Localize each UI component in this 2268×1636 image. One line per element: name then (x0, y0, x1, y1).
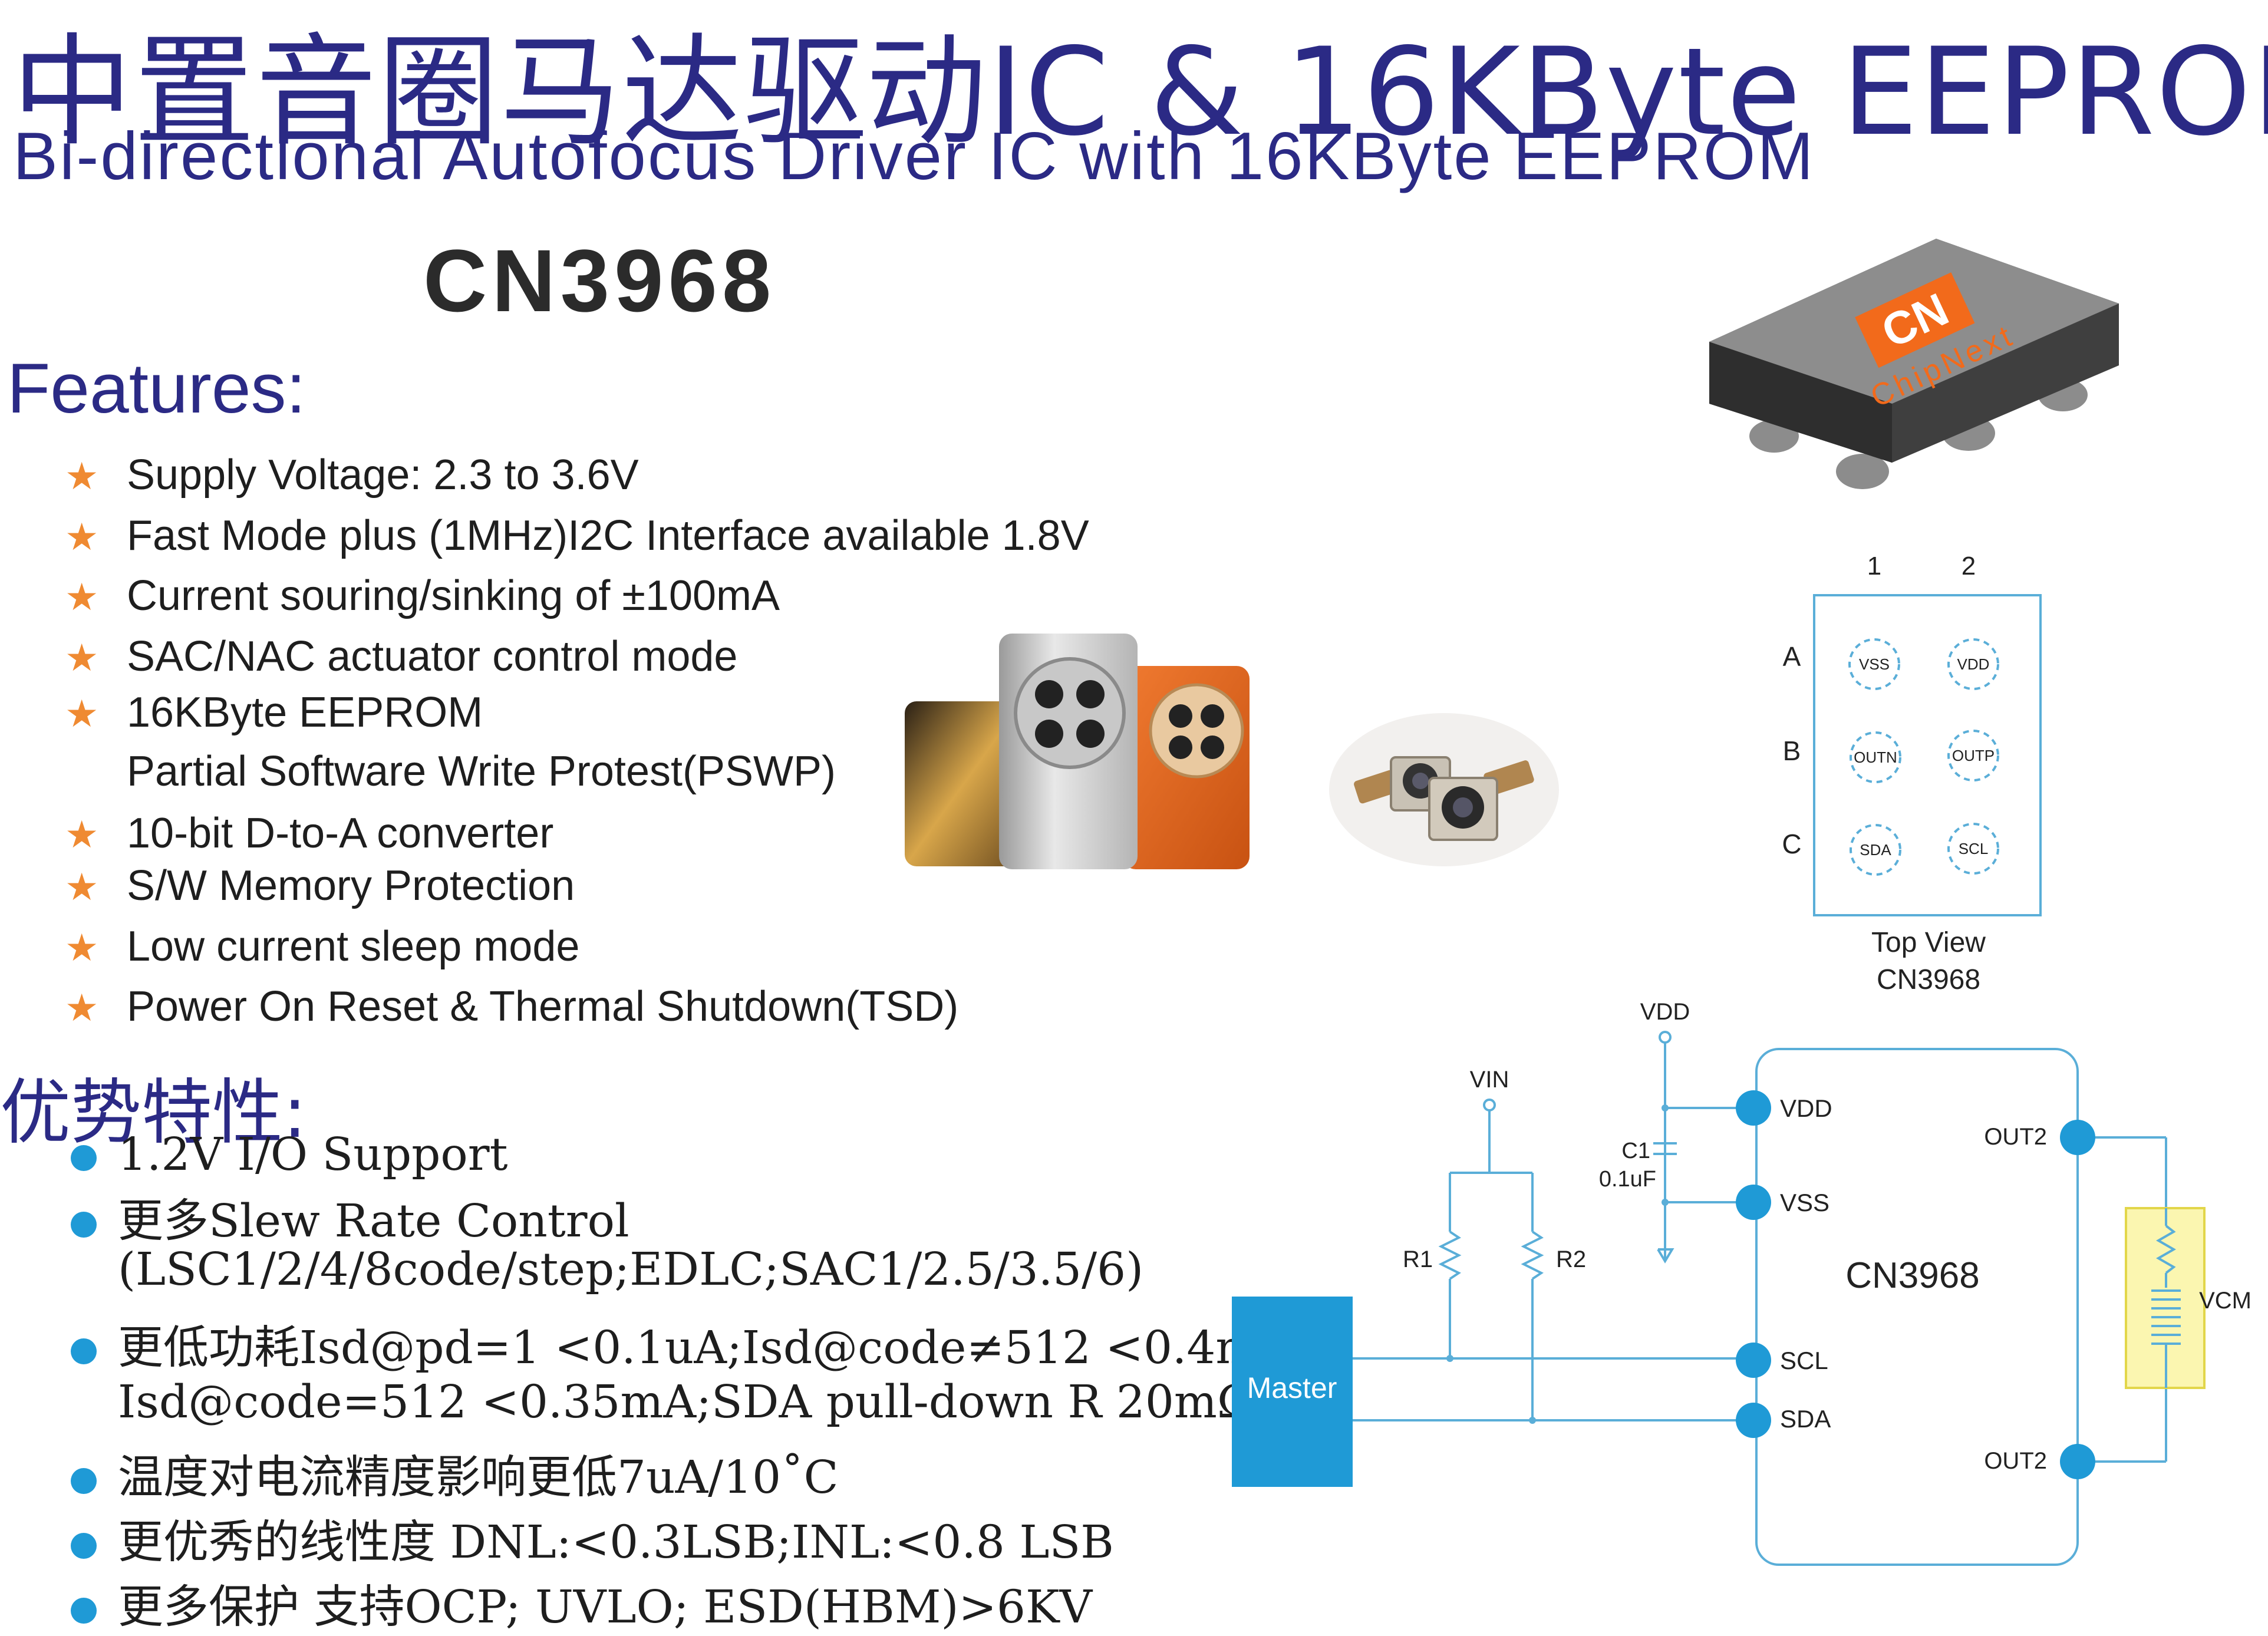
pin-pad (1850, 824, 1901, 876)
pin-dot (1736, 1090, 1771, 1126)
star-icon: ★ (65, 987, 99, 1029)
star-icon: ★ (65, 866, 99, 908)
feature-item: ★16KByte EEPROM (65, 689, 483, 736)
pin-sda-label: SDA (1780, 1405, 1831, 1433)
advantage-continuation: (LSC1/2/4/8code/step;EDLC;SAC1/2.5/3.5/6… (118, 1244, 1144, 1296)
c1-value-label: 0.1uF (1599, 1167, 1656, 1192)
pin-label: OUTP (1952, 747, 1995, 764)
chip-outline (1755, 1048, 2079, 1566)
pin-pad (1947, 730, 1999, 781)
feature-item: ★Current souring/sinking of ±100mA (65, 572, 780, 619)
pin-dot (1736, 1343, 1771, 1378)
pinout-row-label: C (1782, 829, 1801, 859)
advantage-item: 1.2V I/O Support (71, 1129, 508, 1181)
pinout-row-label: A (1783, 641, 1801, 672)
feature-item: ★Supply Voltage: 2.3 to 3.6V (65, 451, 639, 499)
feature-item: ★SAC/NAC actuator control mode (65, 633, 738, 680)
pin-dot (2060, 1120, 2095, 1155)
star-icon: ★ (65, 455, 99, 497)
bullet-icon (71, 1145, 97, 1171)
master-block (1232, 1297, 1353, 1487)
vcm-label: VCM (2199, 1288, 2251, 1314)
advantage-item: 更优秀的线性度 DNL:<0.3LSB;INL:<0.8 LSB (71, 1506, 1114, 1571)
star-icon: ★ (65, 636, 99, 679)
pin-label: SCL (1959, 840, 1989, 857)
pinout-col-label: 1 (1867, 552, 1881, 580)
advantage-item: 更多保护 支持OCP; UVLO; ESD(HBM)>6KV (71, 1571, 1092, 1636)
pin-dot (1736, 1403, 1771, 1438)
star-icon: ★ (65, 926, 99, 969)
pin-label: VSS (1859, 655, 1890, 673)
pin-label: OUTN (1854, 748, 1897, 766)
pin-pad (1850, 731, 1901, 783)
pin-label: SDA (1860, 841, 1891, 859)
advantage-item: 更低功耗Isd@pd=1 <0.1uA;Isd@code≠512 <0.4mA (71, 1311, 1291, 1377)
feature-item: ★Low current sleep mode (65, 923, 580, 970)
feature-continuation: Partial Software Write Protest(PSWP) (127, 748, 836, 795)
star-icon: ★ (65, 813, 99, 856)
application-schematic: Master VDD VIN C1 0.1uF R1 R2 VDD VSS SC… (1232, 999, 2251, 1566)
master-label: Master (1247, 1371, 1337, 1404)
pin-pad (1947, 638, 1999, 690)
pin-pad (1848, 638, 1900, 690)
page-title-en: Bi-directional Autofocus Driver IC with … (13, 119, 1815, 194)
pinout-caption: Top View (1871, 927, 1986, 958)
pin-vdd-label: VDD (1780, 1094, 1832, 1122)
star-icon: ★ (65, 576, 99, 618)
feature-item: ★Power On Reset & Thermal Shutdown(TSD) (65, 983, 959, 1030)
bullet-icon (71, 1212, 97, 1238)
pinout-diagram: 1 2 A B C VSS VDD OUTN OUTP SDA SCL Top … (1782, 552, 2042, 995)
camera-module-image (1329, 713, 1559, 866)
bullet-icon (71, 1598, 97, 1624)
bullet-icon (71, 1338, 97, 1364)
c1-label: C1 (1621, 1139, 1650, 1163)
pinout-row-label: B (1783, 735, 1801, 766)
smartphones-image (905, 634, 1250, 869)
advantage-item: 温度对电流精度影响更低7uA/10˚C (71, 1441, 839, 1506)
chip-label: CN3968 (1845, 1255, 1979, 1296)
part-number: CN3968 (423, 231, 776, 330)
bullet-icon (71, 1533, 97, 1559)
pin-pad (1947, 823, 1999, 875)
page-title-cn: 中置音圈马达驱动IC & 16KByte EEPROM (12, 22, 2268, 163)
feature-item: ★Fast Mode plus (1MHz)I2C Interface avai… (65, 512, 1089, 559)
advantage-continuation: Isd@code=512 <0.35mA;SDA pull-down R 20m… (118, 1376, 1255, 1429)
vdd-supply-label: VDD (1640, 999, 1690, 1025)
pin-dot (1736, 1185, 1771, 1220)
pin-label: VDD (1957, 655, 1990, 673)
pin-scl-label: SCL (1780, 1347, 1828, 1374)
r2-label: R2 (1556, 1246, 1586, 1272)
out-bottom-label: OUT2 (1984, 1448, 2047, 1474)
star-icon: ★ (65, 692, 99, 735)
feature-item: ★S/W Memory Protection (65, 862, 575, 909)
vin-supply-label: VIN (1470, 1067, 1509, 1093)
pinout-caption: CN3968 (1877, 964, 1980, 995)
chip-package-image: CN ChipNext (1709, 239, 2119, 489)
out-top-label: OUT2 (1984, 1124, 2047, 1150)
pin-dot (2060, 1444, 2095, 1479)
bullet-icon (71, 1468, 97, 1494)
r1-label: R1 (1403, 1246, 1433, 1272)
star-icon: ★ (65, 516, 99, 558)
pinout-outline (1813, 594, 2042, 916)
advantages-heading: 优势特性: (0, 1072, 307, 1154)
features-heading: Features: (7, 349, 306, 428)
advantage-item: 更多Slew Rate Control (71, 1185, 629, 1250)
pin-vss-label: VSS (1780, 1189, 1829, 1216)
feature-item: ★10-bit D-to-A converter (65, 810, 554, 857)
pinout-col-label: 2 (1962, 552, 1976, 580)
